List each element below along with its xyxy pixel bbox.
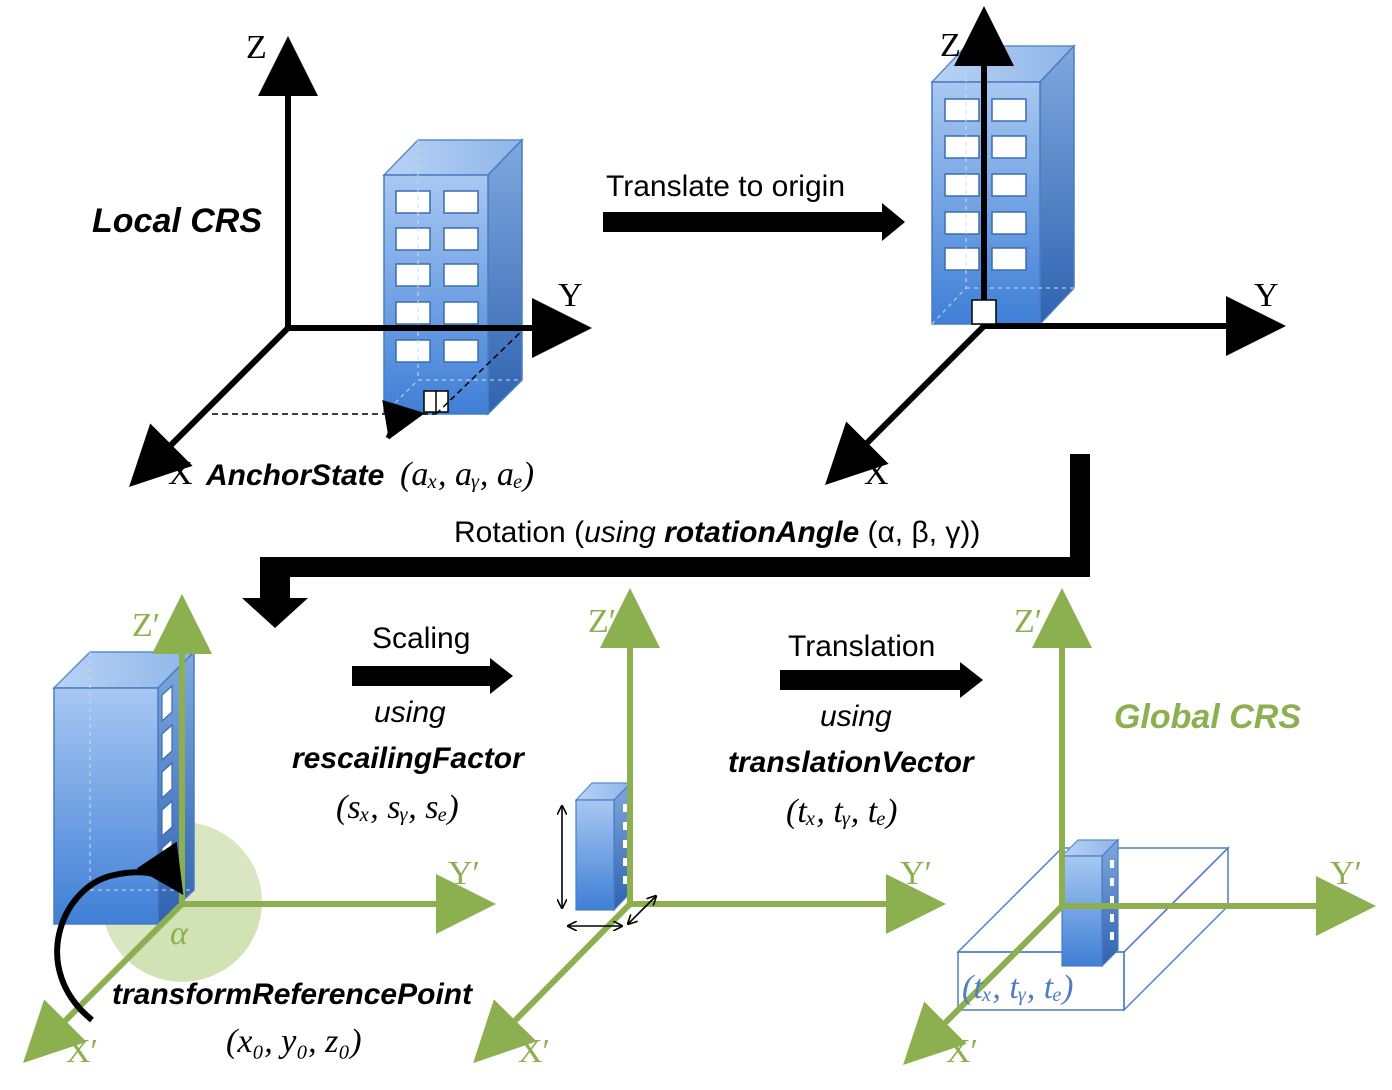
building-local [382, 138, 524, 416]
global-crs-title: Global CRS [1114, 698, 1301, 736]
anchor-state-label: AnchorState [205, 459, 384, 492]
translation-arrow [780, 662, 983, 698]
translation-vector-args: (tₓ, tᵧ, tₑ) [786, 793, 897, 830]
translation-step: Translation using translationVector (tₓ,… [728, 630, 983, 830]
z-prime-label-rotated: Z′ [132, 607, 160, 644]
scaling-using: using [374, 696, 446, 729]
origin-crs-panel: Z Y X [825, 6, 1286, 492]
rotation-about-point-arrow [54, 841, 184, 1023]
translation-box-label: (tₓ, tᵧ, tₑ) [962, 969, 1073, 1006]
translation-using: using [820, 700, 892, 733]
scaling-step: Scaling using rescailingFactor (sₓ, sᵧ, … [292, 622, 526, 826]
local-crs-panel: Z Y X Local CRS AnchorState (aₓ, aᵧ, aₑ) [92, 29, 592, 493]
alpha-label: α [170, 915, 189, 952]
alpha-wedge [130, 902, 262, 982]
x-axis-origin [825, 323, 987, 485]
rescaling-factor-label: rescailingFactor [292, 742, 526, 775]
global-crs-panel: Z′ Y′ X′ Global CRS (tₓ, tᵧ, tₑ) [903, 588, 1376, 1070]
x-axis-label-origin: X [864, 455, 889, 492]
z-axis-label: Z [246, 29, 267, 66]
scale-depth-indicator [628, 896, 656, 924]
x-prime-label-rotated: X′ [66, 1033, 98, 1070]
y-axis-label: Y [558, 277, 583, 314]
z-axis-label-origin: Z [940, 27, 961, 64]
y-axis-label-origin: Y [1254, 277, 1279, 314]
anchor-projection-y [435, 327, 526, 415]
x-prime-label-global: X′ [946, 1033, 978, 1070]
x-axis-label: X [168, 455, 193, 492]
building-origin [930, 44, 1076, 326]
y-prime-label-global: Y′ [1330, 855, 1362, 892]
anchor-state-args: (aₓ, aᵧ, aₑ) [400, 456, 534, 493]
translation-vector-label: translationVector [728, 746, 976, 779]
rescaling-factor-args: (sₓ, sᵧ, sₑ) [336, 789, 459, 826]
translate-to-origin-arrow [603, 203, 905, 241]
transform-reference-point-args: (x₀, y₀, z₀) [226, 1023, 362, 1060]
translation-label: Translation [788, 630, 935, 663]
z-prime-label-global: Z′ [1014, 603, 1042, 640]
translate-to-origin-step: Translate to origin [603, 170, 905, 241]
x-prime-label-scaled: X′ [518, 1033, 550, 1070]
anchor-marker-origin [971, 299, 997, 325]
scaling-arrow [352, 658, 513, 694]
rotation-step: Rotation (using rotationAngle (α, β, γ)) [242, 454, 1090, 628]
transform-reference-point-label: transformReferencePoint [112, 978, 474, 1011]
x-axis-local [129, 325, 291, 487]
building-scaled [574, 781, 633, 912]
anchor-pointer-arrow [382, 400, 425, 440]
y-prime-label-rotated: Y′ [448, 855, 480, 892]
scaling-label: Scaling [372, 622, 470, 655]
local-crs-title: Local CRS [92, 202, 262, 240]
rotated-crs-panel: Z′ Y′ X′ α transformReferencePoint (x₀, … [23, 594, 496, 1070]
x-prime-axis-rotated [23, 901, 185, 1063]
y-prime-label-scaled: Y′ [900, 855, 932, 892]
scaled-crs-panel: Z′ Y′ X′ [473, 588, 946, 1070]
rotation-label: Rotation (using rotationAngle (α, β, γ)) [454, 516, 980, 549]
z-prime-label-scaled: Z′ [588, 603, 616, 640]
translate-to-origin-label: Translate to origin [606, 170, 845, 203]
x-prime-axis-global [903, 903, 1065, 1065]
